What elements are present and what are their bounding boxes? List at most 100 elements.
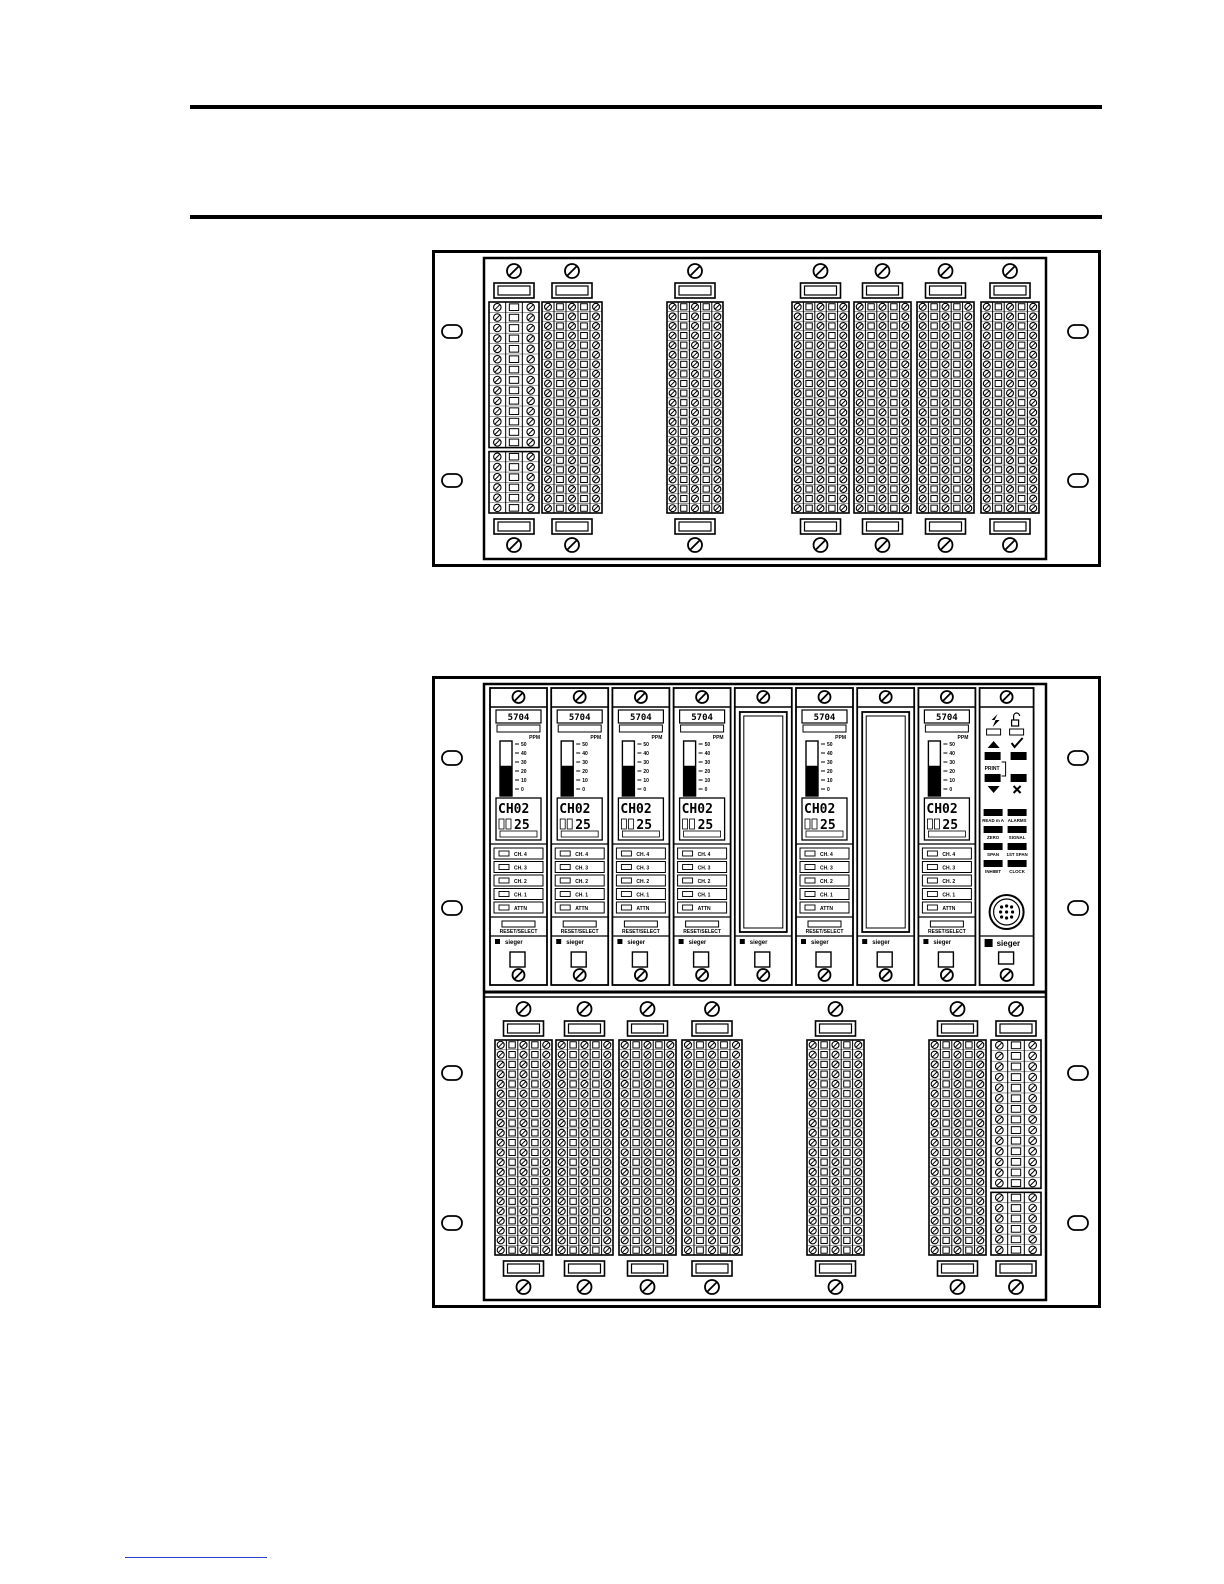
mounting-slot-icon bbox=[441, 473, 463, 488]
down-arrow-icon bbox=[987, 786, 1000, 793]
led-indicator bbox=[620, 877, 632, 884]
mounting-bracket bbox=[691, 1020, 733, 1037]
function-key bbox=[983, 860, 1003, 867]
scale-label: 50 bbox=[582, 742, 588, 748]
led-indicator bbox=[804, 904, 816, 911]
brand-logo-icon bbox=[556, 939, 562, 944]
scale-label: 50 bbox=[521, 742, 527, 748]
select-button bbox=[807, 920, 842, 928]
channel-button bbox=[554, 861, 605, 873]
function-key bbox=[1007, 860, 1027, 867]
terminal-block bbox=[853, 301, 912, 514]
scale-label: 10 bbox=[521, 778, 527, 784]
channel-button-label: CH. 3 bbox=[698, 866, 711, 872]
scale-label: 50 bbox=[827, 742, 833, 748]
scale-label: 0 bbox=[827, 787, 830, 793]
mounting-bracket bbox=[861, 282, 904, 299]
channel-button bbox=[615, 888, 666, 900]
channel-button bbox=[677, 861, 728, 873]
brand-logo-icon bbox=[739, 939, 745, 944]
module-handle bbox=[815, 951, 832, 968]
function-key-label: 1ST SPAN bbox=[1007, 852, 1028, 857]
mounting-bracket bbox=[626, 1020, 669, 1037]
mounting-bracket bbox=[995, 1260, 1037, 1277]
channel-button bbox=[677, 901, 728, 914]
led-indicator bbox=[620, 891, 632, 897]
function-key bbox=[1007, 843, 1027, 850]
unit-label: PPM bbox=[529, 735, 540, 741]
terminal-connector bbox=[494, 1001, 553, 1295]
terminal-block bbox=[916, 301, 975, 514]
led-indicator bbox=[559, 891, 571, 897]
channel-button-label: CH. 4 bbox=[698, 852, 711, 858]
channel-button-label: ATTN bbox=[575, 906, 588, 912]
scale-label: 20 bbox=[949, 769, 955, 775]
channel-button bbox=[615, 847, 666, 860]
mounting-bracket bbox=[799, 282, 842, 299]
model-number: 5704 bbox=[569, 713, 591, 723]
brand-label: sieger bbox=[997, 939, 1021, 948]
bar-graph-fill bbox=[683, 765, 696, 796]
lcd-value-text: 25 bbox=[575, 818, 591, 833]
lcd-value-text: 25 bbox=[698, 818, 714, 833]
channel-button bbox=[615, 874, 666, 887]
mounting-bracket bbox=[861, 518, 904, 535]
lcd-gas-text: CH02 bbox=[682, 802, 713, 817]
module-handle bbox=[631, 951, 649, 968]
channel-button bbox=[921, 901, 972, 914]
mounting-bracket bbox=[989, 518, 1031, 535]
lcd-gas-text: CH02 bbox=[804, 802, 835, 817]
scale-label: 20 bbox=[582, 769, 588, 775]
mounting-slot-icon bbox=[441, 900, 463, 916]
brand-logo-icon bbox=[801, 939, 806, 944]
brand-label: sieger bbox=[505, 940, 523, 946]
mounting-bracket bbox=[995, 1020, 1037, 1037]
channel-button bbox=[799, 874, 850, 887]
lcd-display bbox=[678, 797, 726, 841]
led-indicator bbox=[926, 904, 938, 911]
scale-label: 0 bbox=[949, 787, 952, 793]
select-button bbox=[623, 920, 658, 928]
channel-button bbox=[554, 847, 605, 860]
channel-button bbox=[554, 888, 605, 900]
mounting-bracket bbox=[814, 1020, 857, 1037]
mounting-bracket bbox=[626, 1260, 669, 1277]
scale-label: 40 bbox=[643, 751, 649, 757]
channel-button-label: CH. 3 bbox=[942, 866, 955, 872]
lcd-value-text: 25 bbox=[942, 818, 958, 833]
terminal-block bbox=[806, 1039, 865, 1256]
brand-label: sieger bbox=[689, 940, 707, 946]
led-indicator bbox=[804, 877, 816, 884]
channel-button-label: CH. 2 bbox=[942, 879, 955, 885]
mounting-slot-icon bbox=[1067, 324, 1089, 339]
function-key-label: ALARMS bbox=[1008, 818, 1027, 823]
unit-label: PPM bbox=[958, 735, 969, 741]
mounting-slot-icon bbox=[1067, 473, 1089, 488]
select-button bbox=[501, 920, 536, 928]
bar-graph-fill bbox=[806, 765, 818, 796]
scale-label: 0 bbox=[521, 787, 524, 793]
footer-link-underline bbox=[125, 1557, 267, 1558]
mounting-bracket bbox=[563, 1260, 606, 1277]
function-key-label: INHIBIT bbox=[985, 869, 1001, 874]
terminal-connector bbox=[555, 1001, 614, 1295]
mounting-bracket bbox=[551, 282, 593, 299]
channel-button bbox=[493, 888, 544, 900]
channel-button-label: CH. 1 bbox=[514, 893, 527, 899]
led-indicator bbox=[682, 877, 694, 884]
module-handle bbox=[997, 951, 1015, 965]
select-button-label: RESET/SELECT bbox=[561, 929, 599, 935]
led-indicator bbox=[926, 850, 938, 857]
channel-button-label: ATTN bbox=[942, 906, 955, 912]
terminal-block bbox=[980, 301, 1040, 514]
channel-button-label: ATTN bbox=[698, 906, 711, 912]
function-key-label: READ m A bbox=[982, 818, 1005, 823]
channel-button bbox=[493, 901, 544, 914]
led-indicator bbox=[559, 904, 571, 911]
channel-button-label: CH. 4 bbox=[514, 852, 527, 858]
brand-logo-icon bbox=[984, 939, 993, 947]
channel-button-label: CH. 1 bbox=[575, 893, 588, 899]
unlock-icon bbox=[1010, 719, 1020, 727]
select-button-label: RESET/SELECT bbox=[500, 929, 538, 935]
